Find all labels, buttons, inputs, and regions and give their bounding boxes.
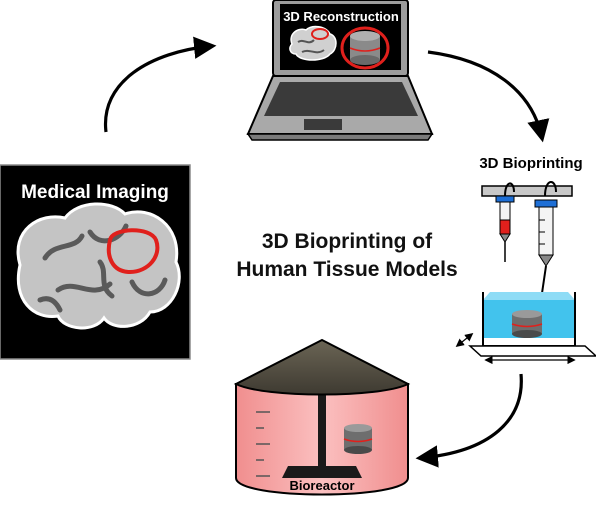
region-of-interest-highlight (106, 228, 160, 275)
arrow-bioprinting-to-bioreactor (415, 373, 523, 468)
medical-imaging-label: Medical Imaging (21, 182, 169, 203)
reconstructed-model-icon (340, 26, 390, 70)
hydrogel-bath (482, 292, 576, 347)
bioreactor-icon: Bioreactor (233, 338, 411, 496)
reconstruction-label: 3D Reconstruction (283, 9, 399, 24)
diagram-title: 3D Bioprinting of Human Tissue Models (232, 228, 462, 284)
bioreactor-label: Bioreactor (289, 478, 354, 493)
diagram-title-line1: 3D Bioprinting of (261, 230, 433, 253)
arrow-imaging-to-reconstruction (103, 36, 217, 133)
medical-imaging-panel: Medical Imaging (0, 164, 191, 360)
arrow-reconstruction-to-bioprinting (427, 50, 550, 143)
bioprinter-icon: 3D Bioprinting (455, 155, 596, 365)
laptop-icon: 3D Reconstruction (246, 0, 434, 141)
bioprinting-label: 3D Bioprinting (479, 155, 582, 172)
diagram-title-line2: Human Tissue Models (236, 258, 458, 281)
brain-icon (16, 202, 181, 330)
